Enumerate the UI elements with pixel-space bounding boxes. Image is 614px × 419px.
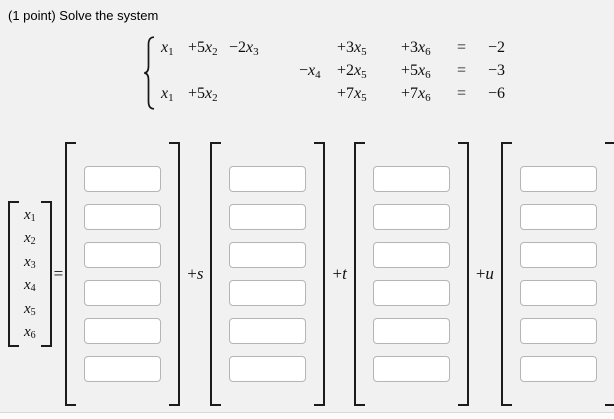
equation-term: −x4 (299, 61, 321, 81)
equation-row: x1 +5x2 +7x5 +7x6 = −6 (161, 85, 505, 108)
rhs-value: −3 (488, 61, 506, 79)
x-vector-label: x5 (24, 300, 36, 318)
equals-sign: = (457, 84, 467, 102)
answer-input[interactable] (229, 356, 307, 382)
equation-term: +7x6 (401, 84, 431, 104)
system-block: x1 +5x2 −2x3 +3x5 +3x6 = −2 −x4 +2x5 +5x… (142, 36, 614, 110)
scalar-operator-u: +u (475, 264, 494, 283)
answer-input[interactable] (519, 318, 597, 344)
scalar-operator-s: +s (187, 264, 204, 283)
x-vector-label: x6 (24, 323, 36, 341)
equation-term: +3x6 (401, 38, 431, 58)
equation-term: +5x2 (188, 38, 218, 58)
right-bracket-icon (457, 142, 469, 406)
left-bracket-icon (500, 142, 512, 406)
answer-input[interactable] (519, 280, 597, 306)
equation-term (229, 85, 299, 108)
answer-input[interactable] (372, 280, 450, 306)
answer-input[interactable] (372, 204, 450, 230)
x-vector: x1 x2 x3 x4 x5 x6 (8, 201, 52, 347)
equals-sign: = (457, 38, 467, 56)
x-vector-label: x4 (24, 277, 36, 295)
answer-input[interactable] (519, 204, 597, 230)
right-bracket-icon (314, 142, 326, 406)
equation-term: x1 (161, 38, 174, 58)
equation-term: +7x5 (337, 84, 367, 104)
answer-input[interactable] (84, 318, 162, 344)
answer-vector-4 (500, 142, 614, 406)
left-bracket-icon (210, 142, 222, 406)
equation-term: +5x6 (401, 61, 431, 81)
equation-term (188, 62, 229, 85)
scalar-operator-t: +t (332, 264, 347, 283)
answer-input[interactable] (372, 318, 450, 344)
answer-vector-3 (353, 142, 469, 406)
x-vector-label: x2 (24, 230, 36, 248)
answer-input[interactable] (229, 318, 307, 344)
answer-vector-2 (210, 142, 326, 406)
problem-title: (1 point) Solve the system (8, 8, 159, 23)
equation-term (229, 62, 299, 85)
equals-sign: = (457, 61, 467, 79)
answer-input[interactable] (229, 204, 307, 230)
equation-term: +2x5 (337, 61, 367, 81)
answer-input[interactable] (519, 166, 597, 192)
left-bracket-icon (8, 201, 19, 347)
left-bracket-icon (65, 142, 77, 406)
equation-row: x1 +5x2 −2x3 +3x5 +3x6 = −2 (161, 39, 505, 62)
rhs-value: −2 (488, 38, 506, 56)
x-vector-label: x3 (24, 253, 36, 271)
equation-row: −x4 +2x5 +5x6 = −3 (161, 62, 505, 85)
equation-term: +5x2 (188, 84, 218, 104)
answer-input[interactable] (229, 166, 307, 192)
answer-section: x1 x2 x3 x4 x5 x6 = (8, 142, 614, 406)
equals-operator: = (53, 264, 64, 283)
answer-input[interactable] (519, 356, 597, 382)
answer-input[interactable] (372, 356, 450, 382)
x-vector-label: x1 (24, 207, 36, 224)
answer-input[interactable] (84, 356, 162, 382)
answer-input[interactable] (84, 242, 162, 268)
equation-term (161, 62, 188, 85)
right-bracket-icon (604, 142, 614, 406)
answer-vector-1 (65, 142, 181, 406)
answer-input[interactable] (84, 280, 162, 306)
equation-term: x1 (161, 84, 174, 104)
equation-term (299, 39, 337, 62)
answer-input[interactable] (229, 280, 307, 306)
answer-input[interactable] (372, 242, 450, 268)
left-bracket-icon (353, 142, 365, 406)
answer-input[interactable] (372, 166, 450, 192)
right-bracket-icon (40, 201, 52, 347)
left-brace-icon (144, 36, 155, 110)
equation-term: +3x5 (337, 38, 367, 58)
answer-input[interactable] (84, 166, 162, 192)
equation-term (299, 85, 337, 108)
right-bracket-icon (169, 142, 181, 406)
rhs-value: −6 (488, 84, 506, 102)
answer-input[interactable] (84, 204, 162, 230)
answer-input[interactable] (229, 242, 307, 268)
equation-term: −2x3 (229, 38, 259, 58)
answer-input[interactable] (519, 242, 597, 268)
x-vector-labels: x1 x2 x3 x4 x5 x6 (19, 201, 41, 347)
system-table: x1 +5x2 −2x3 +3x5 +3x6 = −2 −x4 +2x5 +5x… (161, 39, 505, 108)
